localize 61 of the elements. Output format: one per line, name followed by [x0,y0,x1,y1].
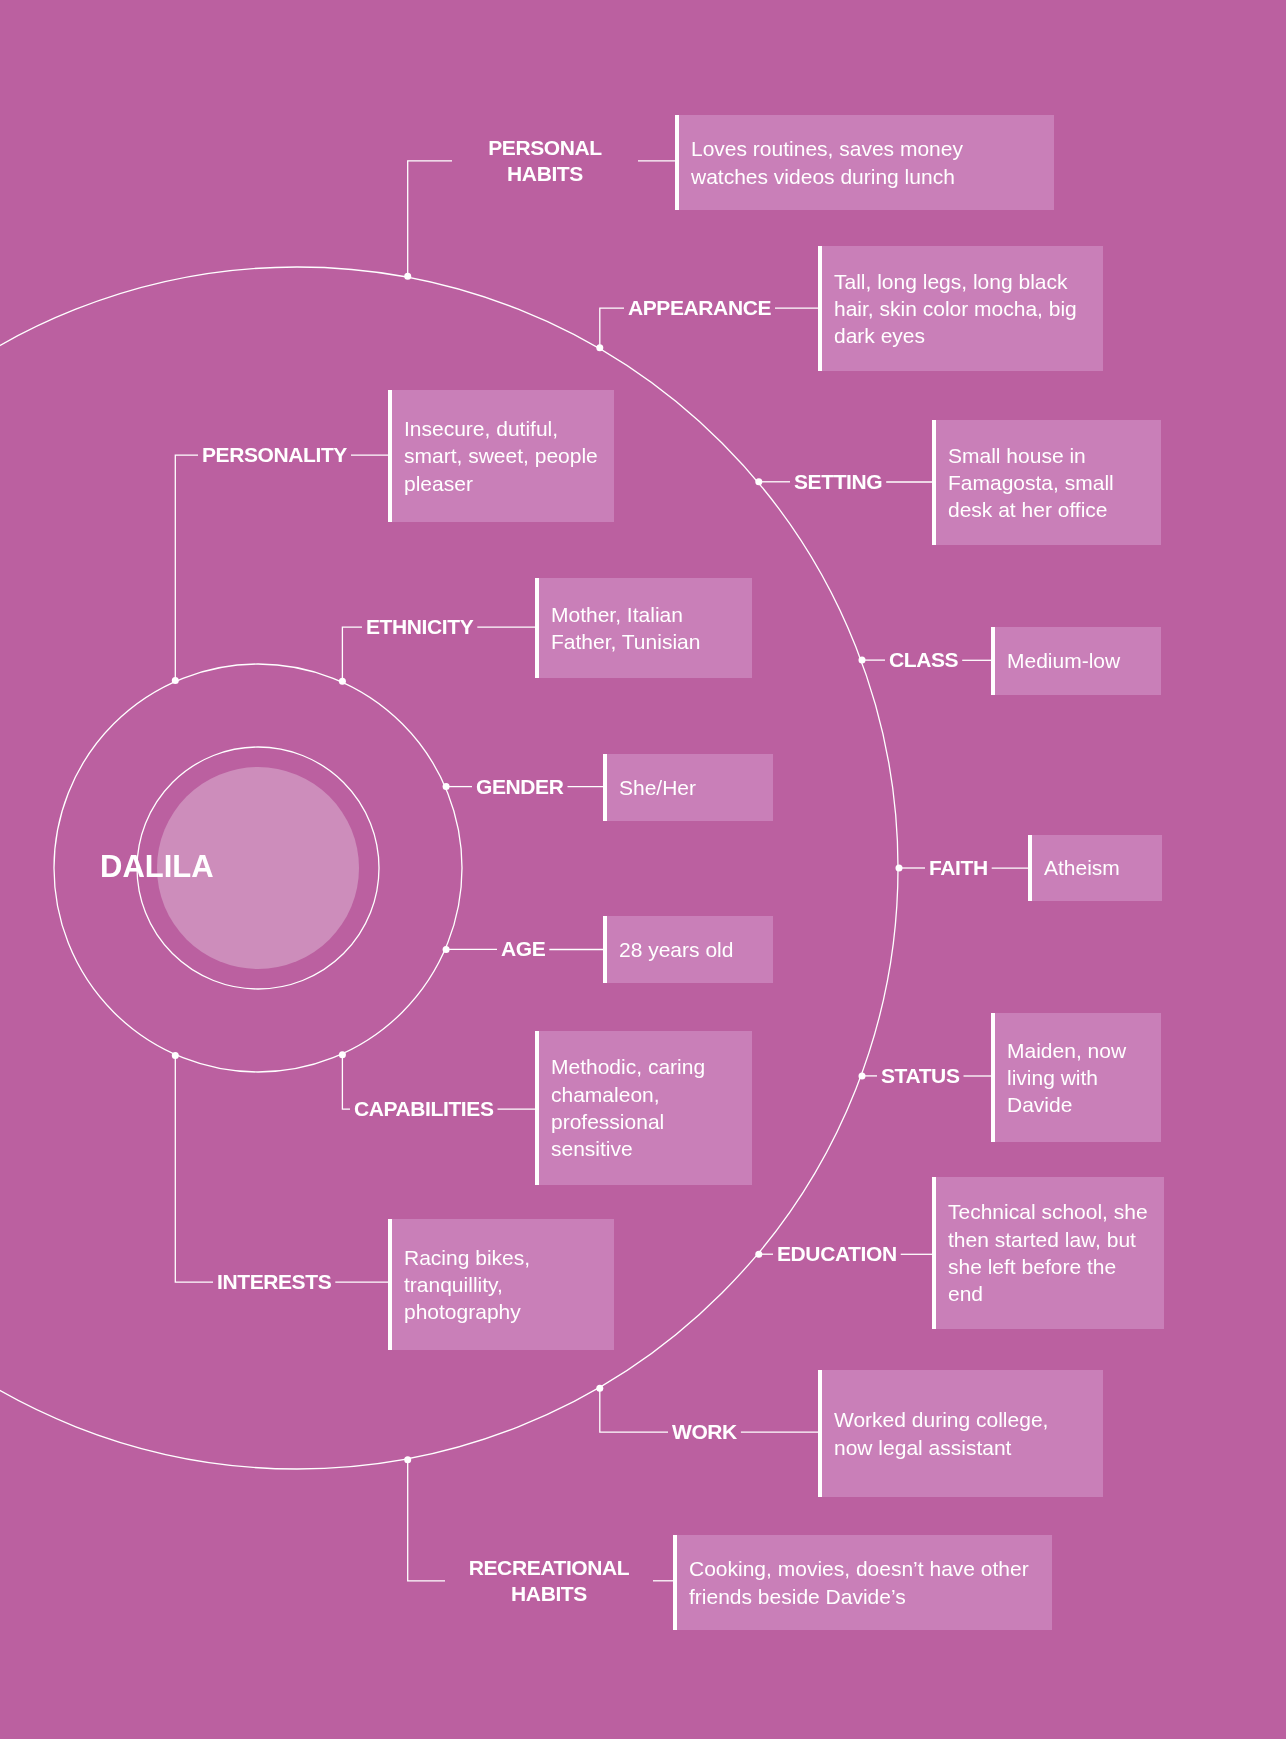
connector-line [338,1051,351,1110]
category-label: STATUS [877,1062,964,1090]
persona-name: DALILA [100,849,214,885]
connector-line [991,867,1029,869]
connector-line [350,454,389,456]
connector-line [596,1384,669,1433]
category-label: WORK [668,1419,741,1446]
connector-line [548,948,604,951]
description-box: Small house in Famagosta, small desk at her office [932,420,1161,545]
connector-line [858,656,886,664]
description-box: Worked during college, now legal assistant [818,1370,1103,1497]
connector-line [476,626,536,628]
connector-line [774,307,819,309]
description-box: She/Her [603,754,773,821]
category-label: EDUCATION [773,1241,901,1268]
category-label: PERSONALITY [198,442,351,469]
connector-line [334,1281,389,1283]
category-label: SETTING [790,468,887,496]
category-label: RECREATIONAL HABITS [445,1554,653,1607]
category-label: APPEARANCE [624,295,776,322]
description-box: Tall, long legs, long black hair, skin color mocha, big dark eyes [818,246,1103,371]
connector-line [566,786,604,788]
description-box: Loves routines, saves money watches videos during lunch [675,115,1054,210]
connector-line [652,1580,674,1582]
description-box: Cooking, movies, doesn’t have other friends beside Davide’s [673,1535,1052,1630]
description-box: Mother, Italian Father, Tunisian [535,578,752,678]
category-label: FAITH [925,855,992,882]
category-label: CAPABILITIES [350,1096,498,1123]
description-box: Maiden, now living with Davide [991,1013,1161,1142]
category-label: PERSONAL HABITS [452,134,638,187]
connector-line [885,481,933,483]
connector-line [404,1456,446,1582]
connector-line [404,160,453,280]
connector-line [755,478,791,486]
connector-line [962,1075,992,1077]
connector-line [740,1431,819,1433]
connector-line [171,1052,214,1283]
category-label: GENDER [472,773,568,800]
connector-line [900,1253,933,1255]
connector-line [171,454,199,684]
connector-line [442,783,473,791]
description-box: Methodic, caring chamaleon, professional sensitive [535,1031,752,1185]
connector-line [961,659,992,661]
category-label: INTERESTS [213,1269,336,1296]
category-label: ETHNICITY [362,614,478,641]
description-box: Technical school, she then started law, but she left before the end [932,1177,1164,1329]
category-label: CLASS [885,647,963,674]
connector-line [755,1250,774,1258]
description-box: Racing bikes, tranquillity, photography [388,1219,614,1350]
connector-line [895,864,926,872]
connector-line [596,307,625,352]
connector-line [338,626,363,685]
connector-line [496,1108,536,1110]
description-box: Insecure, dutiful, smart, sweet, people pleaser [388,390,614,522]
connector-line [442,945,498,953]
category-label: AGE [497,936,550,963]
connector-line [858,1072,878,1080]
connector-line [637,160,676,162]
description-box: 28 years old [603,916,773,983]
description-box: Medium-low [991,627,1161,695]
description-box: Atheism [1028,835,1162,901]
